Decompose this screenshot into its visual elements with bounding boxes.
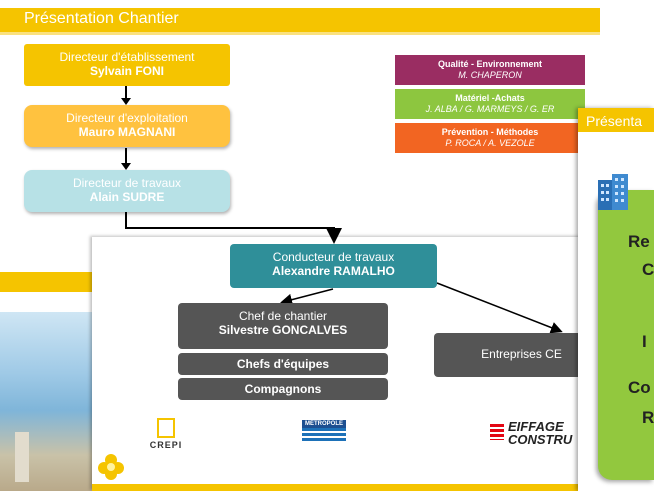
title-strip xyxy=(0,32,600,35)
crepi-logo-text: CREPI xyxy=(149,440,183,450)
panel-text-fragment: Co xyxy=(628,378,651,397)
crepi-mark-icon xyxy=(157,418,175,438)
right-slide-title-bar xyxy=(578,108,654,132)
title-bar xyxy=(0,8,600,32)
building-icon xyxy=(598,174,628,210)
connector-conducteur-to-chef xyxy=(280,288,334,306)
org-box-conducteur-travaux: Conducteur de travaux Alexandre RAMALHO xyxy=(230,244,437,288)
org-box-directeur-etablissement: Directeur d'établissement Sylvain FONI xyxy=(24,44,230,86)
org-box-directeur-travaux: Directeur de travaux Alain SUDRE xyxy=(24,170,230,212)
slide-left-title-bar xyxy=(0,272,109,292)
slide-title: Présentation Chantier xyxy=(24,10,179,27)
connector-travaux-to-conducteur xyxy=(125,212,342,244)
person-name: Silvestre GONCALVES xyxy=(218,323,348,337)
eiffage-logo: EIFFAGE CONSTRU xyxy=(490,418,590,452)
legend-names: M. CHAPERON xyxy=(458,70,522,80)
metropole-logo: MÉTROPOLE xyxy=(302,420,346,450)
role-label: Conducteur de travaux xyxy=(272,250,395,264)
person-name: Alexandre RAMALHO xyxy=(272,264,395,278)
panel-text-fragment: R xyxy=(642,408,654,427)
org-box-compagnons: Compagnons xyxy=(178,378,388,400)
legend-title: Qualité - Environnement xyxy=(437,59,542,69)
legend-title: Prévention - Méthodes xyxy=(441,127,539,137)
panel-text-fragment: I xyxy=(642,332,647,351)
role-label: Directeur d'exploitation xyxy=(66,111,188,125)
person-name: Alain SUDRE xyxy=(89,190,165,204)
background-slide-left[interactable] xyxy=(0,272,110,491)
right-slide-title: Présenta xyxy=(586,113,643,129)
eiffage-line2: CONSTRU xyxy=(508,432,573,447)
role-label: Directeur de travaux xyxy=(72,176,182,190)
building-photo xyxy=(0,312,100,491)
panel-text-fragment: Re xyxy=(628,232,650,251)
legend-names: J. ALBA / G. MARMEYS / G. ER xyxy=(425,104,555,114)
metropole-waves-icon xyxy=(302,428,346,442)
role-label: Chef de chantier xyxy=(238,309,328,323)
metropole-logo-text: MÉTROPOLE xyxy=(302,420,346,428)
person-name: Mauro MAGNANI xyxy=(78,125,176,139)
flower-icon xyxy=(98,454,124,480)
crepi-logo: CREPI xyxy=(142,418,190,458)
legend-qualite-environnement: Qualité - Environnement M. CHAPERON xyxy=(395,55,585,85)
legend-materiel-achats: Matériel -Achats J. ALBA / G. MARMEYS / … xyxy=(395,89,585,119)
green-info-panel: Re C I Co R xyxy=(598,190,654,480)
legend-title: Matériel -Achats xyxy=(455,93,525,103)
eiffage-logo-text: EIFFAGE CONSTRU xyxy=(508,420,572,446)
legend-prevention-methodes: Prévention - Méthodes P. ROCA / A. VEZOL… xyxy=(395,123,585,153)
org-box-chefs-equipes: Chefs d'équipes xyxy=(178,353,388,375)
eiffage-line1: EIFFAGE xyxy=(508,419,564,434)
connector-conducteur-to-entreprises xyxy=(436,282,563,334)
footer-strip xyxy=(92,484,592,491)
legend-names: P. ROCA / A. VEZOLE xyxy=(445,138,535,148)
person-name: Sylvain FONI xyxy=(89,64,165,78)
arrow-down-icon xyxy=(121,148,131,170)
role-label: Directeur d'établissement xyxy=(59,50,195,64)
eiffage-mark-icon xyxy=(490,424,504,440)
org-box-chef-chantier: Chef de chantier Silvestre GONCALVES xyxy=(178,303,388,349)
panel-text-fragment: C xyxy=(642,260,654,279)
arrow-down-icon xyxy=(121,86,131,105)
org-box-directeur-exploitation: Directeur d'exploitation Mauro MAGNANI xyxy=(24,105,230,147)
